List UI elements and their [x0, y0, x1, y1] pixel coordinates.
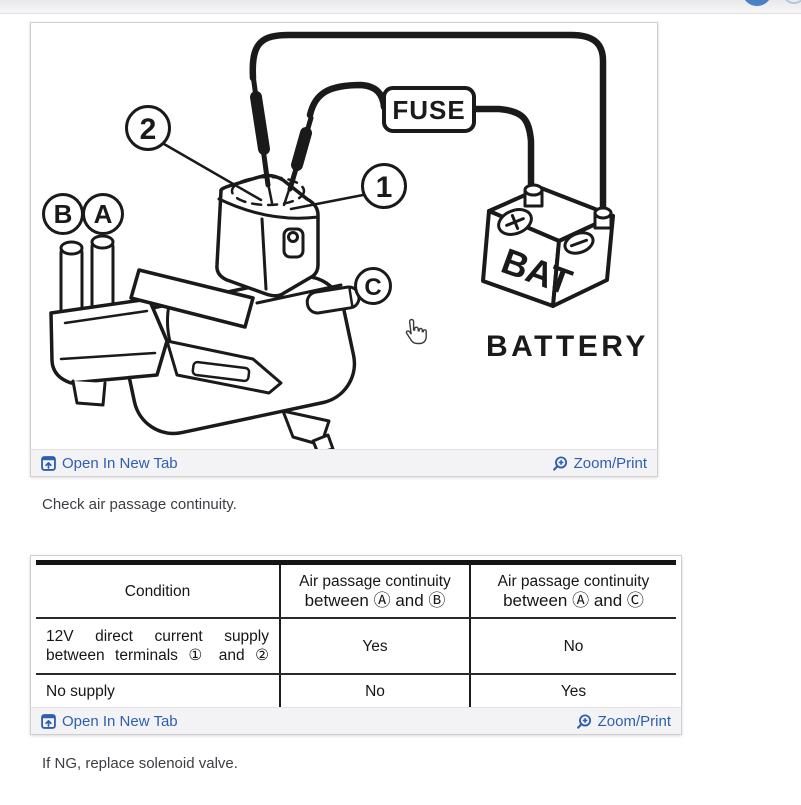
cell-condition-nosupply: No supply [36, 675, 279, 708]
cursor-pointer-icon [405, 318, 427, 345]
solenoid-test-diagram: FUSE BAT BATTERY [42, 31, 649, 455]
header-continuity-ab: Air passage continuity between Ⓐ and Ⓑ [279, 565, 469, 617]
header-ab-line1: Air passage continuity [299, 573, 451, 590]
cell-ac-row1: No [469, 619, 676, 673]
image-toolbar: Open In New Tab Zoom/Print [31, 707, 681, 734]
open-in-new-tab-link[interactable]: Open In New Tab [41, 455, 178, 472]
table-row: No supply No Yes [36, 673, 676, 708]
scanned-table: Condition Air passage continuity between… [36, 560, 676, 712]
table-header-row: Condition Air passage continuity between… [36, 565, 676, 617]
cell-ab-row2: No [279, 675, 469, 708]
test-probes [250, 72, 314, 207]
port-a-label: A [94, 199, 113, 229]
cond-12v-line2: between terminals ① and ② [46, 647, 269, 664]
callout-1: 1 [376, 171, 393, 204]
zoom-print-icon [552, 455, 567, 471]
open-in-new-tab-icon [41, 455, 56, 471]
negative-cable [249, 31, 607, 219]
battery-drawing: BAT [481, 183, 615, 308]
solenoid-valve-drawing [49, 173, 361, 455]
header-condition: Condition [124, 582, 191, 600]
port-b-label: B [54, 199, 73, 229]
image-toolbar: Open In New Tab Zoom/Print [31, 449, 657, 476]
cell-ac-row2: Yes [469, 675, 676, 708]
cell-ab-row1: Yes [279, 619, 469, 673]
fuse-box: FUSE [382, 86, 476, 133]
diagram-image-panel: FUSE BAT BATTERY [30, 22, 658, 477]
header-ac-line1: Air passage continuity [497, 573, 650, 590]
positive-cable-to-fuse [306, 81, 388, 119]
fuse-label: FUSE [392, 95, 465, 125]
avatar-circle-icon[interactable] [742, 0, 772, 6]
port-c-label: C [364, 274, 381, 301]
table-image-panel: Condition Air passage continuity between… [30, 555, 682, 735]
battery-label: BATTERY [486, 330, 649, 363]
table-row: 12V direct current supply between termin… [36, 617, 676, 673]
secondary-circle-icon[interactable] [782, 0, 801, 4]
caption-check-continuity: Check air passage continuity. [42, 496, 237, 513]
header-ab-line2: between Ⓐ and Ⓑ [304, 591, 446, 610]
zoom-print-link[interactable]: Zoom/Print [552, 454, 647, 472]
header-continuity-ac: Air passage continuity between Ⓐ and Ⓒ [469, 565, 676, 617]
zoom-print-label: Zoom/Print [597, 712, 671, 730]
zoom-print-label: Zoom/Print [573, 454, 647, 472]
caption-replace-valve: If NG, replace solenoid valve. [42, 755, 238, 772]
open-in-new-tab-link[interactable]: Open In New Tab [41, 713, 178, 730]
zoom-print-icon [576, 713, 591, 729]
open-in-new-tab-icon [41, 713, 56, 729]
cond-nosupply-line1: No supply [46, 683, 115, 700]
cond-12v-line1: 12V direct current supply [46, 628, 269, 645]
open-in-new-tab-label: Open In New Tab [62, 454, 178, 472]
zoom-print-link[interactable]: Zoom/Print [576, 712, 671, 730]
open-in-new-tab-label: Open In New Tab [62, 712, 178, 730]
header-ac-line2: between Ⓐ and Ⓒ [503, 591, 644, 610]
callout-labels: 2 1 B A C [42, 105, 407, 305]
cell-condition-12v: 12V direct current supply between termin… [36, 619, 279, 673]
fuse-to-battery-cable [470, 105, 535, 195]
callout-2: 2 [140, 113, 157, 146]
top-strip [0, 0, 801, 14]
